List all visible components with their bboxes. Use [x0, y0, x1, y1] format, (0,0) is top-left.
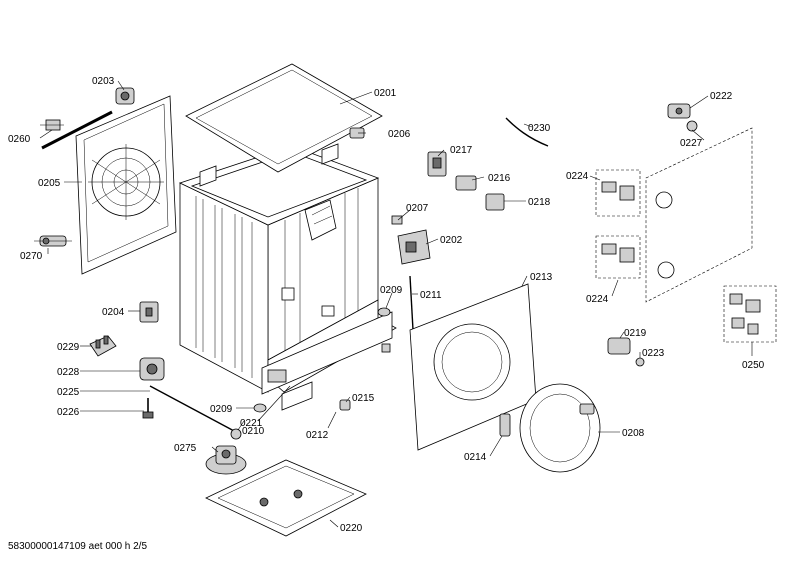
label-0213: 0213 — [530, 272, 553, 283]
label-0215: 0215 — [352, 393, 375, 404]
label-0222: 0222 — [710, 91, 733, 102]
group-0224a — [595, 169, 641, 217]
part-0226-icon — [142, 398, 154, 419]
label-0218: 0218 — [528, 197, 551, 208]
part-0228-icon — [139, 357, 165, 381]
label-0210: 0210 — [242, 426, 265, 437]
label-0229: 0229 — [57, 342, 80, 353]
label-0227: 0227 — [680, 138, 703, 149]
part-0209b-icon — [253, 403, 267, 413]
cabinet-housing — [178, 143, 397, 395]
label-0226: 0226 — [57, 407, 80, 418]
part-0219-icon — [607, 337, 631, 355]
label-0260: 0260 — [8, 134, 31, 145]
part-0202-icon — [397, 229, 431, 265]
part-0214-icon — [499, 413, 511, 437]
label-0203: 0203 — [92, 76, 115, 87]
label-0206: 0206 — [388, 129, 411, 140]
part-0221-icon — [230, 428, 242, 440]
label-0204: 0204 — [102, 307, 125, 318]
label-0216: 0216 — [488, 173, 511, 184]
label-0250: 0250 — [742, 360, 765, 371]
label-0209-upper: 0209 — [380, 285, 403, 296]
label-0201: 0201 — [374, 88, 397, 99]
label-0205: 0205 — [38, 178, 61, 189]
door-ring — [519, 383, 601, 473]
part-0215-icon — [339, 399, 351, 411]
part-0225-icon — [149, 385, 237, 433]
part-0216-icon — [455, 175, 477, 191]
label-0224-lower: 0224 — [586, 294, 609, 305]
group-0250 — [723, 285, 777, 343]
part-0230-icon — [505, 117, 549, 147]
part-0207-icon — [391, 215, 403, 225]
label-0223: 0223 — [642, 348, 665, 359]
part-0218-icon — [485, 193, 505, 211]
label-0217: 0217 — [450, 145, 473, 156]
label-0214: 0214 — [464, 452, 487, 463]
leader-lines — [39, 80, 753, 528]
label-0211: 0211 — [420, 290, 442, 301]
label-0275: 0275 — [174, 443, 197, 454]
rear-panel — [75, 95, 177, 275]
label-0208: 0208 — [622, 428, 645, 439]
group-0224b — [595, 235, 641, 279]
label-0219: 0219 — [624, 328, 647, 339]
label-0202: 0202 — [440, 235, 463, 246]
part-0222-icon — [667, 103, 691, 119]
label-0225: 0225 — [57, 387, 80, 398]
control-panel-frame — [645, 127, 753, 303]
document-code: 58300000147109 aet 000 h 2/5 — [8, 541, 148, 552]
label-0212: 0212 — [306, 430, 329, 441]
part-0204-icon — [139, 301, 159, 323]
label-0230: 0230 — [528, 123, 551, 134]
part-0229-icon — [89, 335, 117, 357]
part-0212-panel — [281, 381, 313, 411]
top-cover — [185, 63, 383, 173]
front-panel — [409, 283, 537, 451]
base-tray — [205, 459, 367, 537]
label-0224-upper: 0224 — [566, 171, 589, 182]
label-0209-lower: 0209 — [210, 404, 233, 415]
label-0220: 0220 — [340, 523, 363, 534]
part-0209a-icon — [377, 307, 391, 317]
part-0203-icon — [115, 87, 135, 105]
part-labels: 0203 0201 0260 0206 0205 0217 0230 0216 … — [8, 76, 765, 534]
part-0260-icon — [40, 110, 113, 150]
part-0223-icon — [635, 357, 645, 367]
part-0270-icon — [34, 235, 72, 247]
part-0275-icon — [205, 445, 247, 475]
label-0207: 0207 — [406, 203, 429, 214]
label-0228: 0228 — [57, 367, 80, 378]
label-0221: 0221 — [240, 418, 263, 429]
label-0270: 0270 — [20, 251, 43, 262]
part-0217-icon — [427, 151, 447, 177]
part-0227-icon — [686, 120, 698, 132]
